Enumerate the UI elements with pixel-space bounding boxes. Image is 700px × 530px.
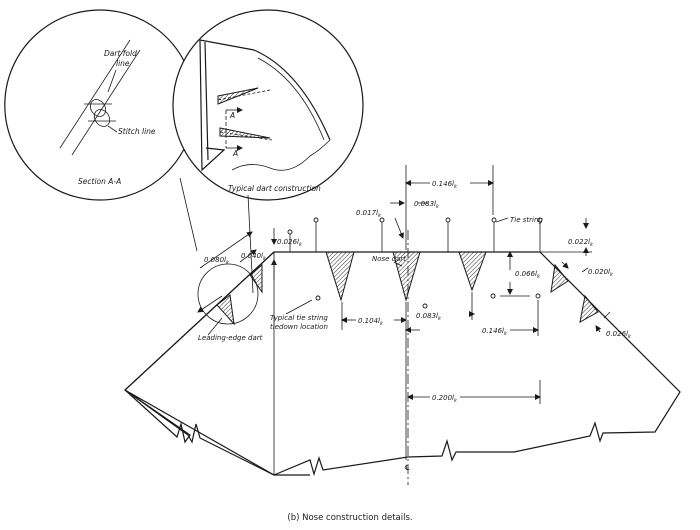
tie-post-5 xyxy=(491,217,497,223)
tiedown-label-line1: Typical tie string xyxy=(270,314,328,322)
right-dart-upper xyxy=(550,263,569,294)
stitch-line-leader xyxy=(107,125,118,133)
stitch-loop-lower xyxy=(93,109,111,127)
tie-string-label: Tie string xyxy=(510,216,543,224)
dart-stitch-upper xyxy=(217,89,271,101)
centerline-symbol: ℄ xyxy=(404,464,410,472)
tie-post-6 xyxy=(537,217,543,223)
section-aa-circle xyxy=(4,9,185,201)
pattern-outline xyxy=(124,251,681,477)
dim-0083-bottom: 0.083lk xyxy=(416,312,442,322)
tie-post-3 xyxy=(379,217,385,223)
dim-0083-top: 0.083lk xyxy=(414,200,440,210)
tie-post-1 xyxy=(287,229,293,235)
section-aa-detail: Dart fold line Stitch line Section A-A xyxy=(59,39,156,186)
torn-edge xyxy=(231,139,331,171)
callout-leader-1 xyxy=(179,177,198,252)
section-mark-top: A xyxy=(229,111,235,120)
fold-line-leader xyxy=(107,69,117,93)
typical-dart-detail: A A Typical dart construction xyxy=(199,39,331,193)
nose-dart-1 xyxy=(325,251,355,302)
dart-fold-label-line2: line xyxy=(116,59,130,68)
leading-edge-dart-lower xyxy=(216,294,235,326)
tie-strings xyxy=(287,217,543,309)
tiedown-post-4 xyxy=(535,293,541,299)
dim-0026-left: 0.026lk xyxy=(277,238,303,248)
leading-edge-dart-label: Leading-edge dart xyxy=(198,334,263,342)
dim-0020: 0.020lk xyxy=(588,268,614,278)
dart-fold-line-left xyxy=(59,39,131,149)
nose-pattern: ℄ xyxy=(124,230,681,485)
dim-0026-right: 0.026lk xyxy=(606,330,632,340)
dimension-lines xyxy=(197,165,611,460)
figure-caption: (b) Nose construction details. xyxy=(287,513,412,523)
dim-0040: 0.040lk xyxy=(241,252,267,262)
pattern-bottom-edge xyxy=(187,423,310,476)
dart-fold-label-line1: Dart fold xyxy=(104,49,137,58)
typical-dart-label: Typical dart construction xyxy=(228,184,321,193)
tie-post-2 xyxy=(313,217,319,223)
right-dart-lower xyxy=(579,294,599,323)
tiedown-post-1 xyxy=(315,295,321,301)
dim-0066: 0.066lk xyxy=(515,270,541,280)
dim-0017: 0.017lk xyxy=(356,209,382,219)
tie-post-4 xyxy=(445,217,451,223)
panel-left-edge xyxy=(199,39,226,172)
dim-0022: 0.022lk xyxy=(568,238,594,248)
nose-dart-label: Nose dart xyxy=(372,255,406,263)
dim-0200: 0.200lk xyxy=(432,394,458,404)
dim-0146-top: 0.146lk xyxy=(432,180,458,190)
stitch-line-label: Stitch line xyxy=(118,127,156,136)
dart-fold-line-right xyxy=(71,49,141,156)
nose-dart-center xyxy=(392,251,421,302)
tiedown-post-2 xyxy=(422,303,428,309)
tiedown-post-3 xyxy=(490,293,496,299)
panel-inner-curve xyxy=(257,57,325,141)
dim-0080: 0.080lk xyxy=(204,256,230,266)
dimension-labels: 0.146lk 0.017lk 0.083lk Tie string 0.026… xyxy=(198,180,632,404)
dart-detail-circle xyxy=(172,9,364,201)
dart-stitch-lower xyxy=(219,131,273,141)
dim-0104: 0.104lk xyxy=(358,317,384,327)
panel-inner-edge xyxy=(204,41,209,161)
panel-top-edge xyxy=(199,39,331,141)
leading-edge-callout-circle xyxy=(197,263,259,325)
nose-dart-3 xyxy=(458,251,487,292)
section-aa-label: Section A-A xyxy=(78,177,121,186)
section-mark-bottom: A xyxy=(232,149,238,158)
pattern-left-diagonal xyxy=(124,251,275,436)
detail-callout xyxy=(4,9,364,201)
tiedown-label-line2: tiedown location xyxy=(270,323,328,331)
stitch-loop-upper xyxy=(89,99,107,117)
dim-0146-bottom: 0.146lk xyxy=(482,327,508,337)
